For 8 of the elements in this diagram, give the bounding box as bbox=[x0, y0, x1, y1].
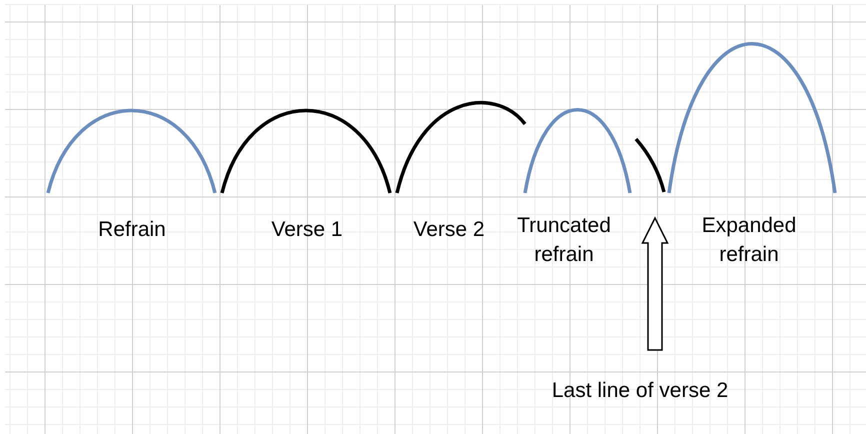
section-label: Refrain bbox=[98, 217, 166, 243]
section-label: Verse 1 bbox=[271, 217, 343, 243]
section-label: Truncated refrain bbox=[516, 213, 612, 268]
section-label: Expanded refrain bbox=[700, 213, 798, 268]
block-arrow bbox=[641, 216, 669, 351]
arc-curve bbox=[634, 138, 666, 192]
caption-text: Last line of verse 2 bbox=[552, 376, 728, 405]
section-label: Verse 2 bbox=[413, 217, 485, 243]
